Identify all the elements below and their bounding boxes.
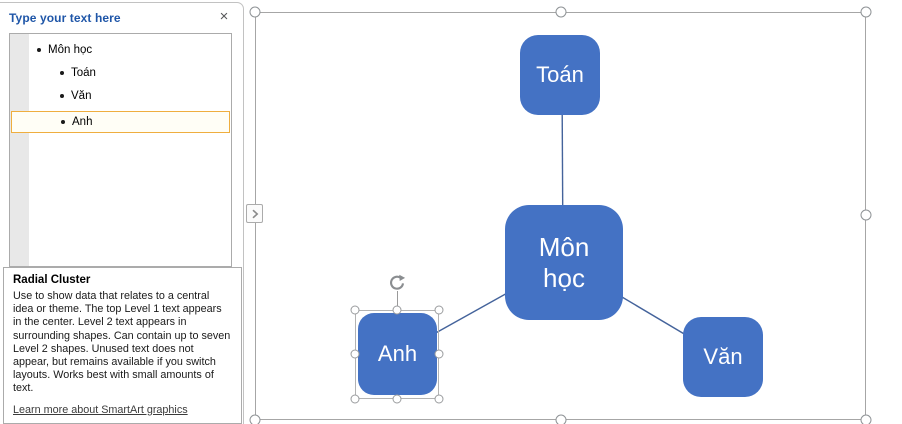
learn-more-link[interactable]: Learn more about SmartArt graphics [13,403,188,416]
node-handle-mid-left[interactable] [350,349,360,359]
outline-item-anh-selected[interactable]: Anh [11,111,230,133]
canvas-handle-bottom-center[interactable] [555,414,567,424]
canvas-handle-mid-right[interactable] [860,209,872,221]
node-label: Toán [536,62,584,87]
canvas-handle-bottom-left[interactable] [249,414,261,424]
outline-gutter [10,34,29,266]
bullet-icon [60,94,64,98]
outline-item-van[interactable]: Văn [11,85,230,107]
rotate-handle-icon[interactable] [388,274,406,292]
bullet-icon [61,120,65,124]
chevron-right-icon [251,209,258,218]
node-handle-top-left[interactable] [350,305,360,315]
node-handle-bottom-right[interactable] [434,394,444,404]
outline-list: Môn học Toán Văn Anh [9,33,232,267]
smartart-node-van[interactable]: Văn [683,317,763,397]
smartart-node-anh[interactable]: Anh [358,313,437,395]
outline-item-toan[interactable]: Toán [11,62,230,84]
canvas-handle-top-right[interactable] [860,6,872,18]
node-label: Môn học [538,231,590,293]
node-handle-bottom-left[interactable] [350,394,360,404]
outline-item-label: Toán [71,67,96,79]
canvas-handle-bottom-right[interactable] [860,414,872,424]
text-pane: Type your text here × Môn học Toán Văn A… [0,2,244,424]
smartart-node-toan[interactable]: Toán [520,35,600,115]
text-pane-title: Type your text here [9,11,121,25]
close-icon[interactable]: × [219,8,229,25]
bullet-icon [37,48,41,52]
node-label: Văn [703,344,743,369]
outline-item-label: Môn học [48,44,93,56]
outline-item-label: Anh [72,116,93,128]
node-handle-top-right[interactable] [434,305,444,315]
smartart-node-center[interactable]: Môn học [505,205,623,320]
node-handle-bottom-center[interactable] [392,394,402,404]
layout-description-text: Use to show data that relates to a centr… [13,290,231,395]
bullet-icon [60,71,64,75]
node-label: Anh [377,341,418,366]
text-pane-toggle-button[interactable] [246,204,263,223]
node-handle-mid-right[interactable] [434,349,444,359]
node-handle-top-center[interactable] [392,305,402,315]
outline-item-label: Văn [71,90,92,102]
outline-item-mon-hoc[interactable]: Môn học [11,39,230,61]
layout-name: Radial Cluster [13,274,91,286]
layout-description-panel: Radial Cluster Use to show data that rel… [3,267,242,424]
canvas-handle-top-center[interactable] [555,6,567,18]
rotate-handle-stem [397,291,398,311]
canvas-handle-top-left[interactable] [249,6,261,18]
